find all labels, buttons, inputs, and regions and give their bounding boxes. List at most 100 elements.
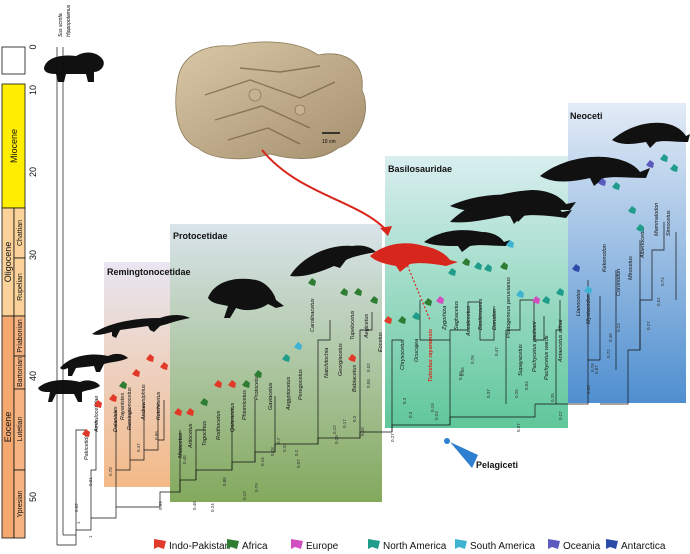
region-marker-icon <box>612 182 620 190</box>
legend-label: Oceania <box>563 541 601 552</box>
region-marker-icon <box>660 154 668 162</box>
taxon-label: Dalanistes <box>113 406 119 432</box>
node-support-value: 0.99 <box>158 501 163 510</box>
node-support-value: 0.86 <box>154 431 159 440</box>
node-support-value: 0.62 <box>74 503 79 512</box>
taxon-label: Aegyptocetus <box>286 376 292 411</box>
scale-bar-label: 10 cm <box>322 139 336 145</box>
neocete-silhouette-icon <box>612 122 690 148</box>
taxon-label: Artiocetus <box>188 423 194 449</box>
taxon-label: Antaecetus aithai <box>558 319 564 363</box>
node-support-value: 1 <box>88 535 93 538</box>
epoch-label-oligocene: Oligocene <box>3 242 13 283</box>
region-marker-icon <box>532 296 540 304</box>
node-support-value: 0.52 <box>366 363 371 372</box>
region-marker-icon <box>542 296 550 304</box>
node-support-value: 0.7 <box>276 437 281 444</box>
region-marker-icon <box>308 278 316 286</box>
node-support-value: 0.46 <box>608 333 613 342</box>
taxon-label: Supayacetus <box>518 344 524 376</box>
node-support-value: 0.2 <box>294 449 299 456</box>
taxon-label: Basilosaurus <box>478 298 484 330</box>
region-marker-icon <box>340 288 348 296</box>
europe-map-icon <box>291 539 303 549</box>
group-label-neoceti: Neoceti <box>570 111 603 121</box>
group-label-pelagiceti: Pelagiceti <box>476 460 518 470</box>
group-label-basilosauridae: Basilosauridae <box>388 164 452 174</box>
node-support-value: 0.29 <box>334 435 339 444</box>
node-support-value: 0.79 <box>254 483 259 492</box>
region-marker-icon <box>424 298 432 306</box>
legend-label: Indo-Pakistan <box>169 541 230 552</box>
region-marker-icon <box>436 296 444 304</box>
node-support-value: 0.27 <box>558 411 563 420</box>
taxon-label: Coronodon <box>616 269 622 296</box>
recent-block <box>1 46 26 75</box>
stage-label-lutetian: Lutetian <box>17 416 24 441</box>
time-tick-30: 30 <box>28 250 38 260</box>
epoch-label-miocene: Miocene <box>9 129 19 163</box>
node-support-value: 0.91 <box>88 477 93 486</box>
pakicetid-silhouette-icon <box>38 380 100 402</box>
node-support-value: 0.37 <box>486 389 491 398</box>
node-support-value: 0.27 <box>646 321 651 330</box>
region-marker-icon <box>119 381 127 389</box>
node-support-value: 0.87 <box>594 365 599 374</box>
node-support-value: 0.66 <box>458 371 463 380</box>
mysticete-silhouette-icon <box>540 156 650 186</box>
fossil-to-tree-arrow <box>261 149 389 233</box>
region-marker-icon <box>254 370 262 378</box>
north-america-map-icon <box>368 539 380 549</box>
group-label-remingtonocetidae: Remingtonocetidae <box>107 267 191 277</box>
taxon-label: Kutchicetus <box>156 391 162 420</box>
taxon-label: Llanocetus <box>576 289 582 316</box>
taxon-label: Babiacetus <box>352 365 358 392</box>
phylogenetic-tree <box>56 47 677 546</box>
taxon-label: Natchitochia <box>324 348 330 378</box>
stage-label-chattian: Chattian <box>17 220 24 246</box>
rodhocetid-silhouette-icon <box>208 278 284 318</box>
protocetidae-panel <box>170 224 382 502</box>
taxon-label: Kekenodon <box>602 244 608 272</box>
region-marker-icon <box>636 224 644 232</box>
node-support-value: 0.35 <box>550 393 555 402</box>
region-marker-icon <box>174 408 182 416</box>
node-support-value: 0.88 <box>222 477 227 486</box>
region-marker-icon <box>282 354 290 362</box>
node-support-value: 0.47 <box>136 443 141 452</box>
region-marker-icon <box>484 264 492 272</box>
legend-label: South America <box>470 541 535 552</box>
legend-label: Europe <box>306 541 339 552</box>
region-marker-icon <box>462 258 470 266</box>
stage-label-rupelian: Rupelian <box>17 273 24 301</box>
region-marker-icon <box>354 288 362 296</box>
oceania-map-icon <box>548 539 560 549</box>
node-support-value: 0.3 <box>402 397 407 404</box>
time-tick-20: 20 <box>28 167 38 177</box>
region-marker-icon <box>448 268 456 276</box>
taxon-label: Pachycetus wardii <box>544 335 550 380</box>
node-support-value: 0.07 <box>296 459 301 468</box>
node-support-value: 0.25 <box>514 389 519 398</box>
taxon-label: Saghacetus <box>454 301 460 330</box>
node-support-value: 0.78 <box>108 467 113 476</box>
basilosaurid-large-silhouette-icon <box>450 194 572 224</box>
region-marker-icon <box>132 369 140 377</box>
node-support-value: 1 <box>76 521 81 524</box>
region-marker-icon <box>628 206 636 214</box>
node-support-value: 0.19 <box>430 403 435 412</box>
fossil-photo: 10 cm <box>175 41 366 160</box>
region-marker-icon <box>506 240 514 248</box>
taxon-label: Gaviacetus <box>268 382 274 410</box>
node-support-value: 0.04 <box>524 381 529 390</box>
time-tick-40: 40 <box>28 371 38 381</box>
region-marker-icon <box>186 408 194 416</box>
taxon-label: Carolinacetus <box>310 298 316 332</box>
region-marker-icon <box>572 264 580 272</box>
region-marker-icon <box>670 164 678 172</box>
neoceti-panel <box>568 103 686 403</box>
region-marker-icon <box>500 262 508 270</box>
node-support-value: 0.27 <box>390 433 395 442</box>
node-support-value: 0.58 <box>366 379 371 388</box>
